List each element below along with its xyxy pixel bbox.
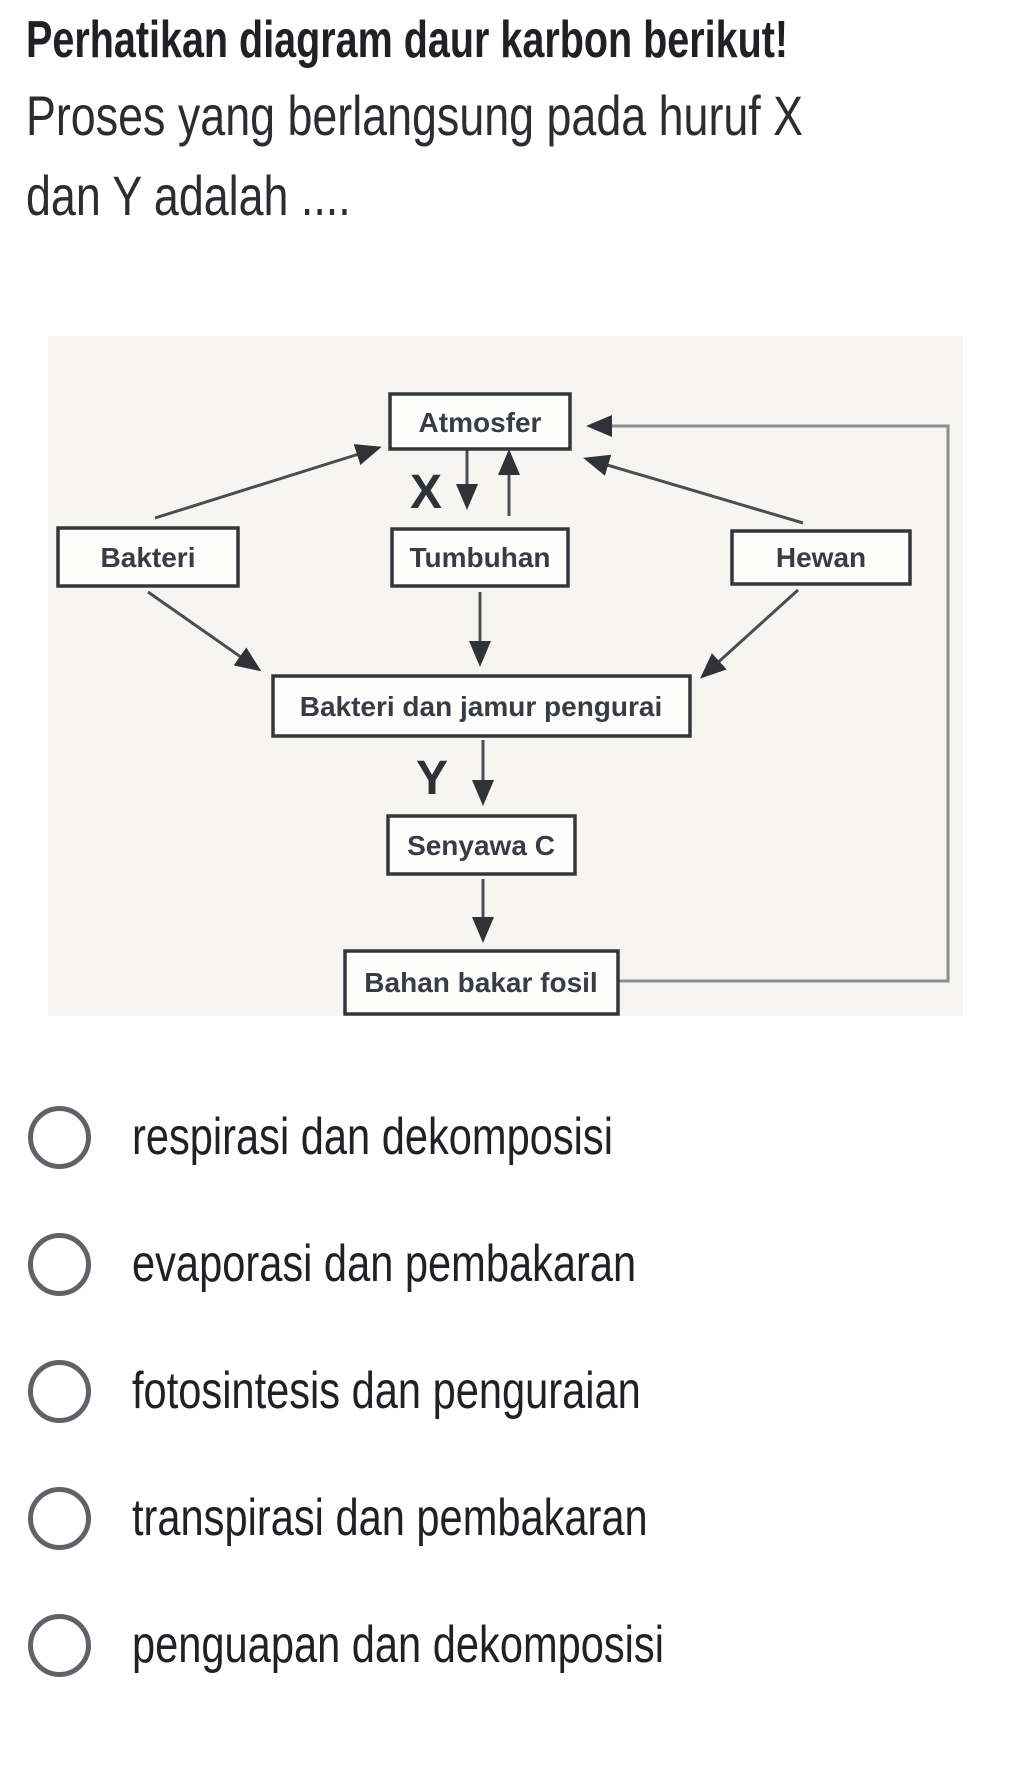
option-transpirasi-dan-pembakaran[interactable]: transpirasi dan pembakaran — [28, 1486, 1034, 1550]
option-label: respirasi dan dekomposisi — [132, 1108, 613, 1166]
carbon-cycle-svg: X Y Atmosfer Bakteri Tumbuhan Hewan Bakt… — [56, 392, 950, 1016]
option-respirasi-dan-dekomposisi[interactable]: respirasi dan dekomposisi — [28, 1105, 1034, 1169]
diagram-node-bahan-bakar-fosil: Bahan bakar fosil — [343, 949, 620, 1016]
hewan-to-pengurai-arrow — [700, 588, 800, 679]
bakteri-label: Bakteri — [101, 542, 196, 573]
diagram-node-tumbuhan: Tumbuhan — [390, 527, 570, 588]
radio-button[interactable] — [28, 1486, 91, 1550]
senyawa-c-label: Senyawa C — [407, 830, 555, 861]
flow-label-x: X — [410, 466, 442, 519]
carbon-cycle-diagram: X Y Atmosfer Bakteri Tumbuhan Hewan Bakt… — [48, 336, 963, 1016]
option-label: transpirasi dan pembakaran — [132, 1489, 648, 1547]
bakteri-to-atmosfer-arrow — [154, 444, 382, 520]
flow-label-y: Y — [416, 752, 448, 805]
option-evaporasi-dan-pembakaran[interactable]: evaporasi dan pembakaran — [28, 1232, 1034, 1296]
question-title: Perhatikan diagram daur karbon berikut! — [26, 11, 789, 69]
pengurai-label: Bakteri dan jamur pengurai — [300, 691, 663, 722]
radio-button[interactable] — [28, 1105, 91, 1169]
diagram-node-senyawa-c: Senyawa C — [386, 814, 577, 876]
option-label: penguapan dan dekomposisi — [132, 1616, 664, 1674]
option-label: evaporasi dan pembakaran — [132, 1235, 637, 1293]
question-prompt: Proses yang berlangsung pada huruf X dan… — [26, 76, 1010, 236]
option-label: fotosintesis dan penguraian — [132, 1362, 641, 1420]
bakteri-to-pengurai-arrow — [147, 590, 262, 672]
radio-button[interactable] — [28, 1232, 91, 1296]
diagram-node-atmosfer: Atmosfer — [388, 392, 572, 451]
loop-fossil-to-atmosfer-arrow — [586, 415, 950, 983]
hewan-to-atmosfer-arrow — [583, 454, 804, 525]
radio-button[interactable] — [28, 1359, 91, 1423]
question-prompt-line2: dan Y adalah .... — [26, 164, 351, 227]
answer-options: respirasi dan dekomposisi evaporasi dan … — [28, 1105, 1034, 1677]
option-fotosintesis-dan-penguraian[interactable]: fotosintesis dan penguraian — [28, 1359, 1034, 1423]
radio-button[interactable] — [28, 1613, 91, 1677]
question-header: Perhatikan diagram daur karbon berikut! … — [0, 0, 1034, 236]
diagram-node-pengurai: Bakteri dan jamur pengurai — [271, 674, 692, 738]
hewan-label: Hewan — [776, 542, 866, 573]
diagram-node-hewan: Hewan — [730, 529, 912, 586]
tumbuhan-label: Tumbuhan — [409, 542, 550, 573]
atmosfer-label: Atmosfer — [419, 407, 542, 438]
diagram-node-bakteri: Bakteri — [56, 526, 240, 588]
question-prompt-line1: Proses yang berlangsung pada huruf X — [26, 84, 804, 147]
bahan-bakar-fosil-label: Bahan bakar fosil — [364, 967, 597, 998]
option-penguapan-dan-dekomposisi[interactable]: penguapan dan dekomposisi — [28, 1613, 1034, 1677]
